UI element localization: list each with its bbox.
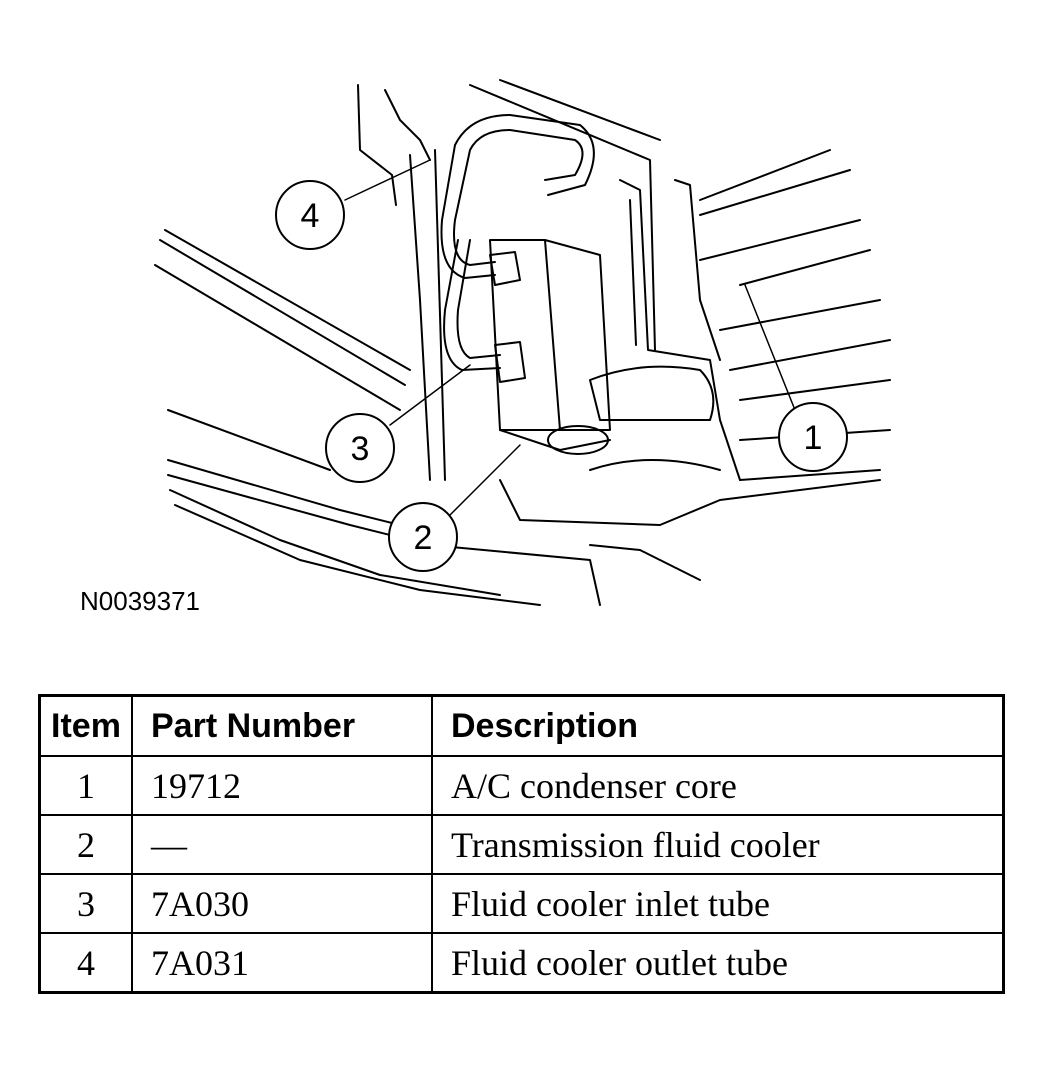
rail-line <box>154 264 401 411</box>
cooler-body <box>489 239 561 431</box>
callout-circle <box>325 413 395 483</box>
leader-line <box>389 364 471 426</box>
callout-2: 2 <box>414 519 433 557</box>
condenser-line <box>739 379 891 401</box>
table-row: 1 19712 A/C condenser core <box>38 755 1005 816</box>
rail-line <box>159 239 406 386</box>
cooler-port <box>547 425 609 455</box>
parts-table: Item Part Number Description 1 19712 A/C… <box>38 694 1005 994</box>
cooler-body <box>544 239 611 431</box>
cooler-drawing: 1 2 3 4 N0039371 <box>80 79 891 616</box>
frame-outline <box>674 179 721 361</box>
support-line <box>589 544 701 581</box>
outlet-tube <box>440 114 595 279</box>
rail-line <box>167 409 331 471</box>
support-line <box>429 544 601 606</box>
frame-outline <box>629 199 637 346</box>
frame-outline <box>499 79 661 141</box>
support-line <box>499 479 881 526</box>
callout-circle <box>388 502 458 572</box>
table-row: 4 7A031 Fluid cooler outlet tube <box>38 932 1005 994</box>
inlet-tube <box>456 239 501 359</box>
leader-line <box>449 444 521 516</box>
callout-3: 3 <box>351 430 370 468</box>
cell-item: 1 <box>38 755 133 816</box>
frame-outline <box>384 89 431 161</box>
frame-outline <box>357 84 397 206</box>
table-header-row: Item Part Number Description <box>38 694 1005 757</box>
leader-line <box>744 284 796 411</box>
cell-description: Fluid cooler inlet tube <box>431 873 1005 934</box>
header-description: Description <box>431 694 1005 757</box>
cell-part-number: — <box>131 814 433 875</box>
inlet-tube <box>443 239 501 371</box>
condenser-line <box>699 149 831 201</box>
cell-item: 2 <box>38 814 133 875</box>
condenser-line <box>739 469 881 481</box>
cell-description: Transmission fluid cooler <box>431 814 1005 875</box>
bracket <box>589 459 721 471</box>
header-item: Item <box>38 694 133 757</box>
outlet-tube <box>453 129 584 266</box>
cell-description: A/C condenser core <box>431 755 1005 816</box>
frame-outline <box>409 154 431 481</box>
cell-description: Fluid cooler outlet tube <box>431 932 1005 994</box>
condenser-line <box>739 249 871 286</box>
callout-4: 4 <box>301 197 320 235</box>
parts-illustration: 1 2 3 4 N0039371 <box>80 79 891 616</box>
condenser-line <box>699 169 851 216</box>
frame-outline <box>469 84 656 351</box>
callout-1: 1 <box>804 419 823 457</box>
cooler-body <box>499 429 611 451</box>
frame-outline <box>619 179 741 481</box>
leader-line <box>344 159 431 201</box>
table-row: 3 7A030 Fluid cooler inlet tube <box>38 873 1005 934</box>
figure-id-label: N0039371 <box>80 586 200 616</box>
condenser-line <box>719 299 881 331</box>
rail-line <box>164 229 411 371</box>
cell-item: 3 <box>38 873 133 934</box>
table-row: 2 — Transmission fluid cooler <box>38 814 1005 875</box>
cell-part-number: 7A030 <box>131 873 433 934</box>
cell-part-number: 7A031 <box>131 932 433 994</box>
fitting <box>489 251 521 286</box>
callout-circle <box>275 180 345 250</box>
frame-outline <box>434 149 446 481</box>
cell-item: 4 <box>38 932 133 994</box>
condenser-line <box>699 219 861 261</box>
callout-circle <box>778 402 848 472</box>
fitting <box>494 341 526 383</box>
condenser-line <box>729 339 891 371</box>
rail-line <box>174 504 541 606</box>
cell-part-number: 19712 <box>131 755 433 816</box>
bracket <box>589 365 715 421</box>
rail-line <box>169 489 501 596</box>
header-part-number: Part Number <box>131 694 433 757</box>
